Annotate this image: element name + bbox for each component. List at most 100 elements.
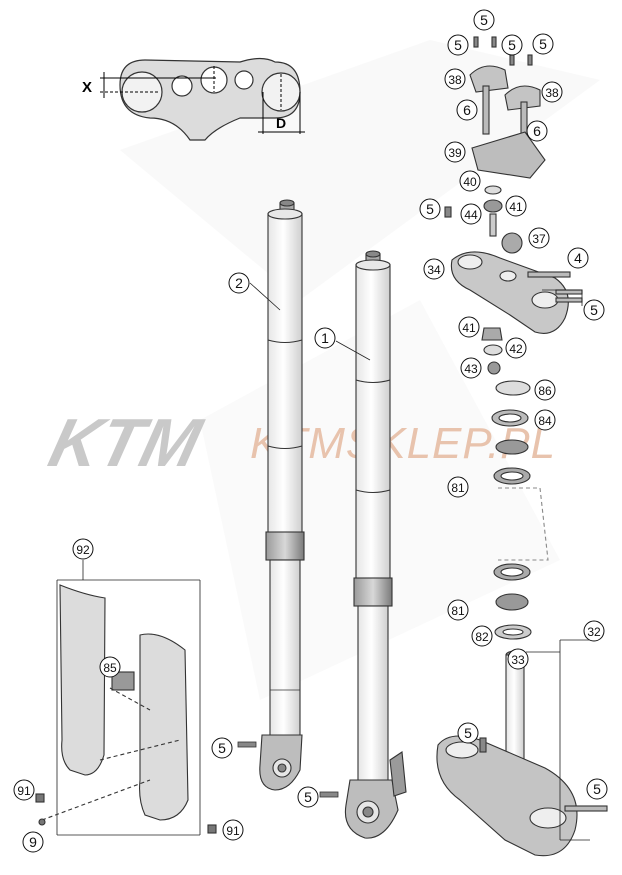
callout-5: 5 (457, 722, 479, 744)
callout-circle (22, 831, 44, 853)
callout-38: 38 (444, 68, 466, 90)
callout-number: 6 (463, 102, 471, 118)
callout-41: 41 (505, 195, 527, 217)
watermark-brand: KTM (42, 404, 210, 481)
callout-circle (505, 337, 527, 359)
callout-number: 1 (321, 330, 329, 346)
callout-circle (586, 778, 608, 800)
callout-number: 9 (29, 834, 37, 850)
callout-number: 41 (509, 200, 523, 214)
callout-91: 91 (13, 779, 35, 801)
leader-lines (56, 282, 594, 841)
fork-leg-1 (344, 250, 407, 839)
callout-81: 81 (447, 476, 469, 498)
callout-1: 1 (314, 327, 336, 349)
callout-6: 6 (456, 99, 478, 121)
callout-number: 5 (304, 789, 312, 805)
callout-circle (13, 779, 35, 801)
callout-circle (228, 272, 250, 294)
callout-number: 38 (448, 73, 462, 87)
callout-circle (583, 299, 605, 321)
callout-circle (297, 786, 319, 808)
callout-86: 86 (534, 379, 556, 401)
callout-5: 5 (447, 34, 469, 56)
callout-number: 39 (448, 146, 462, 160)
callout-number: 5 (590, 302, 598, 318)
callout-number: 5 (464, 725, 472, 741)
callout-number: 41 (462, 321, 476, 335)
callout-number: 5 (454, 37, 462, 53)
callout-number: 40 (463, 175, 477, 189)
callout-number: 5 (539, 36, 547, 52)
callout-91: 91 (222, 819, 244, 841)
callout-circle (501, 34, 523, 56)
callout-number: 92 (76, 543, 90, 557)
callout-circle (526, 120, 548, 142)
callout-circle (444, 68, 466, 90)
callout-4: 4 (567, 247, 589, 269)
callout-5: 5 (532, 33, 554, 55)
callout-circle (211, 737, 233, 759)
callout-circle (532, 33, 554, 55)
callout-circle (447, 34, 469, 56)
callout-circle (314, 327, 336, 349)
callout-circle (460, 357, 482, 379)
callout-number: 81 (451, 481, 465, 495)
callout-number: 34 (427, 263, 441, 277)
fork-guards (35, 584, 217, 834)
callout-circle (447, 476, 469, 498)
callout-number: 32 (587, 625, 601, 639)
callout-number: 42 (509, 342, 523, 356)
callout-number: 33 (511, 653, 525, 667)
callout-number: 81 (451, 604, 465, 618)
callout-40: 40 (459, 170, 481, 192)
callout-circle (457, 722, 479, 744)
callout-6: 6 (526, 120, 548, 142)
callout-38: 38 (541, 81, 563, 103)
callout-circle (583, 620, 605, 642)
callout-number: 43 (464, 362, 478, 376)
callout-5: 5 (297, 786, 319, 808)
callout-number: 5 (426, 201, 434, 217)
callout-number: 37 (532, 232, 546, 246)
dimension-label-x: X (82, 79, 92, 96)
dimension-lines (100, 66, 305, 134)
callout-42: 42 (505, 337, 527, 359)
callout-number: 84 (538, 414, 552, 428)
callout-number: 91 (226, 824, 240, 838)
callout-circle (505, 195, 527, 217)
callout-5: 5 (473, 9, 495, 31)
callout-number: 2 (235, 275, 243, 291)
callout-34: 34 (423, 258, 445, 280)
callout-5: 5 (419, 198, 441, 220)
callout-circle (419, 198, 441, 220)
callout-circle (423, 258, 445, 280)
callout-5: 5 (583, 299, 605, 321)
axle-clamp-screws (237, 741, 339, 798)
callout-84: 84 (534, 409, 556, 431)
callout-number: 38 (545, 86, 559, 100)
callout-81: 81 (447, 599, 469, 621)
callout-37: 37 (528, 227, 550, 249)
callout-44: 44 (460, 203, 482, 225)
callout-circle (534, 379, 556, 401)
steering-assembly (436, 36, 608, 857)
callout-5: 5 (501, 34, 523, 56)
fork-leg-2 (259, 199, 305, 791)
callout-circle (99, 656, 121, 678)
callout-number: 5 (218, 740, 226, 756)
callout-number: 5 (480, 12, 488, 28)
callout-circle (444, 141, 466, 163)
callout-number: 5 (508, 37, 516, 53)
callout-number: 85 (103, 661, 117, 675)
callout-41: 41 (458, 316, 480, 338)
callout-5: 5 (586, 778, 608, 800)
callout-circle (72, 538, 94, 560)
callout-number: 5 (593, 781, 601, 797)
callout-circle (222, 819, 244, 841)
callout-circle (471, 625, 493, 647)
callout-82: 82 (471, 625, 493, 647)
callout-9: 9 (22, 831, 44, 853)
